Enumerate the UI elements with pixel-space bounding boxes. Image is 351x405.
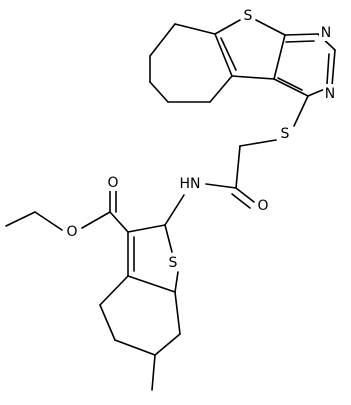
atom-labels: S N N S HN O O O <box>65 6 337 271</box>
atom-nh-amide: HN <box>176 174 204 192</box>
bond <box>164 224 173 253</box>
bond <box>273 34 286 80</box>
bond <box>99 304 116 341</box>
bond <box>239 139 277 147</box>
bond <box>149 81 169 103</box>
bond <box>255 19 286 36</box>
bond <box>109 211 129 233</box>
top-ring-system <box>149 19 336 103</box>
bond <box>273 78 309 97</box>
bond <box>34 211 63 231</box>
bond <box>331 49 336 87</box>
atom-label-s: S <box>169 255 178 271</box>
bond <box>127 275 176 293</box>
atom-label-hn: HN <box>180 176 201 192</box>
bond <box>235 187 255 203</box>
atom-label-n: N <box>321 25 331 41</box>
bond <box>285 40 315 43</box>
bond <box>284 33 319 36</box>
atom-n-pyrimidine-top: N <box>319 23 333 41</box>
bond <box>220 37 237 71</box>
bond <box>214 19 241 35</box>
bond <box>235 145 241 189</box>
bond <box>151 354 156 391</box>
bond <box>127 224 166 233</box>
ethyl-ester <box>5 189 129 233</box>
bond <box>114 339 156 356</box>
atom-s-thioether: S <box>278 124 292 142</box>
atom-label-o: O <box>257 198 268 214</box>
atom-o-ester-carbonyl: O <box>106 173 120 191</box>
bond <box>231 75 275 80</box>
bond <box>209 75 233 103</box>
atom-label-s: S <box>281 126 290 142</box>
bond <box>174 23 216 35</box>
atom-label-n: N <box>325 86 335 102</box>
atom-n-pyrimidine-bottom: N <box>323 84 337 102</box>
bond <box>231 193 251 209</box>
atom-o-ester-ether: O <box>65 222 79 240</box>
atom-label-s: S <box>244 8 253 24</box>
bond <box>5 211 36 227</box>
bond <box>174 291 181 335</box>
atom-o-amide: O <box>256 196 270 214</box>
atom-s-fused-top: S <box>241 6 255 24</box>
atom-label-o: O <box>66 224 77 240</box>
bond <box>205 183 237 189</box>
bond <box>149 23 176 57</box>
bond <box>277 77 303 91</box>
bond <box>81 211 111 229</box>
bond <box>174 271 179 293</box>
linker-chain <box>164 95 309 226</box>
bond <box>214 33 233 77</box>
bond <box>164 194 185 226</box>
bond <box>99 275 129 306</box>
atom-s-thiophene-bottom: S <box>166 253 180 271</box>
bottom-ring-system <box>99 224 181 391</box>
atom-label-o: O <box>107 175 118 191</box>
bond <box>326 53 330 85</box>
bond <box>293 95 309 127</box>
bond <box>154 333 181 356</box>
